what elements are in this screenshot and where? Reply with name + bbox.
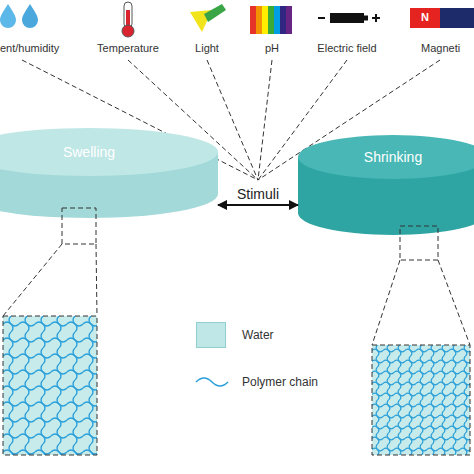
stimulus-label: Temperature (97, 42, 159, 55)
edge-label: Stimuli (237, 186, 279, 202)
stimulus-label: pH (265, 42, 279, 55)
ph-stripe (280, 6, 286, 34)
cylinder-shape (0, 128, 218, 218)
plus-sign (375, 14, 377, 22)
node-title: Swelling (0, 128, 218, 176)
water-drops-icon (0, 4, 38, 28)
flashlight-handle (204, 4, 226, 22)
flashlight-icon (190, 4, 226, 32)
leader-line (258, 60, 272, 180)
cylinder-top (0, 128, 218, 176)
zoom-box (62, 208, 96, 244)
light-beam (190, 10, 212, 32)
minus-sign (318, 17, 325, 19)
battery-terminal (364, 16, 368, 21)
plus-sign (372, 17, 380, 19)
magnet-north (410, 8, 440, 28)
water-fill (372, 345, 470, 455)
magnet-pole-letter: N (421, 11, 429, 24)
hydrogel-cylinder: Shrinking (298, 135, 474, 235)
ph-stripe (250, 6, 256, 34)
ph-scale-icon (250, 6, 292, 34)
magnet-icon (410, 8, 474, 28)
hydrogel-cylinder: Swelling (0, 128, 218, 218)
stimulus-label: Light (195, 42, 219, 55)
battery-icon (318, 13, 380, 23)
stimulus-arrow (218, 204, 298, 206)
polymer-network (372, 345, 470, 455)
zoom-line (96, 244, 97, 316)
zoom-line (438, 260, 470, 345)
zoom-mesh-right (372, 345, 470, 455)
thermometer-mercury (126, 10, 130, 30)
water-fill (3, 316, 97, 455)
legend-swatch (196, 322, 226, 348)
magnet-south (440, 8, 474, 28)
legend-line-sample (196, 378, 228, 386)
stimulus-label: Electric field (317, 42, 376, 55)
node-title: Shrinking (298, 135, 474, 179)
water-drop (0, 4, 16, 28)
zoom-line (372, 260, 400, 345)
zoom-box (400, 226, 438, 260)
zoom-leaders (3, 208, 470, 345)
ph-stripe (268, 6, 274, 34)
ph-stripe (274, 6, 280, 34)
thermometer-icon (122, 2, 134, 37)
ph-stripe (262, 6, 268, 34)
legend-label: Polymer chain (242, 375, 318, 389)
ph-stripe (256, 6, 262, 34)
zoom-mesh-left (3, 316, 97, 455)
legend-label: Water (242, 328, 274, 342)
battery-body (330, 13, 364, 23)
stimulus-label: Magneti (421, 42, 460, 55)
thermometer-bulb (122, 25, 134, 37)
water-drop (22, 4, 38, 28)
stimulus-label: ent/humidity (0, 42, 59, 55)
ph-stripe (286, 6, 292, 34)
polymer-network (3, 316, 97, 455)
zoom-line (3, 244, 62, 316)
thermometer-tube (124, 2, 132, 28)
cylinder-top (298, 135, 474, 179)
